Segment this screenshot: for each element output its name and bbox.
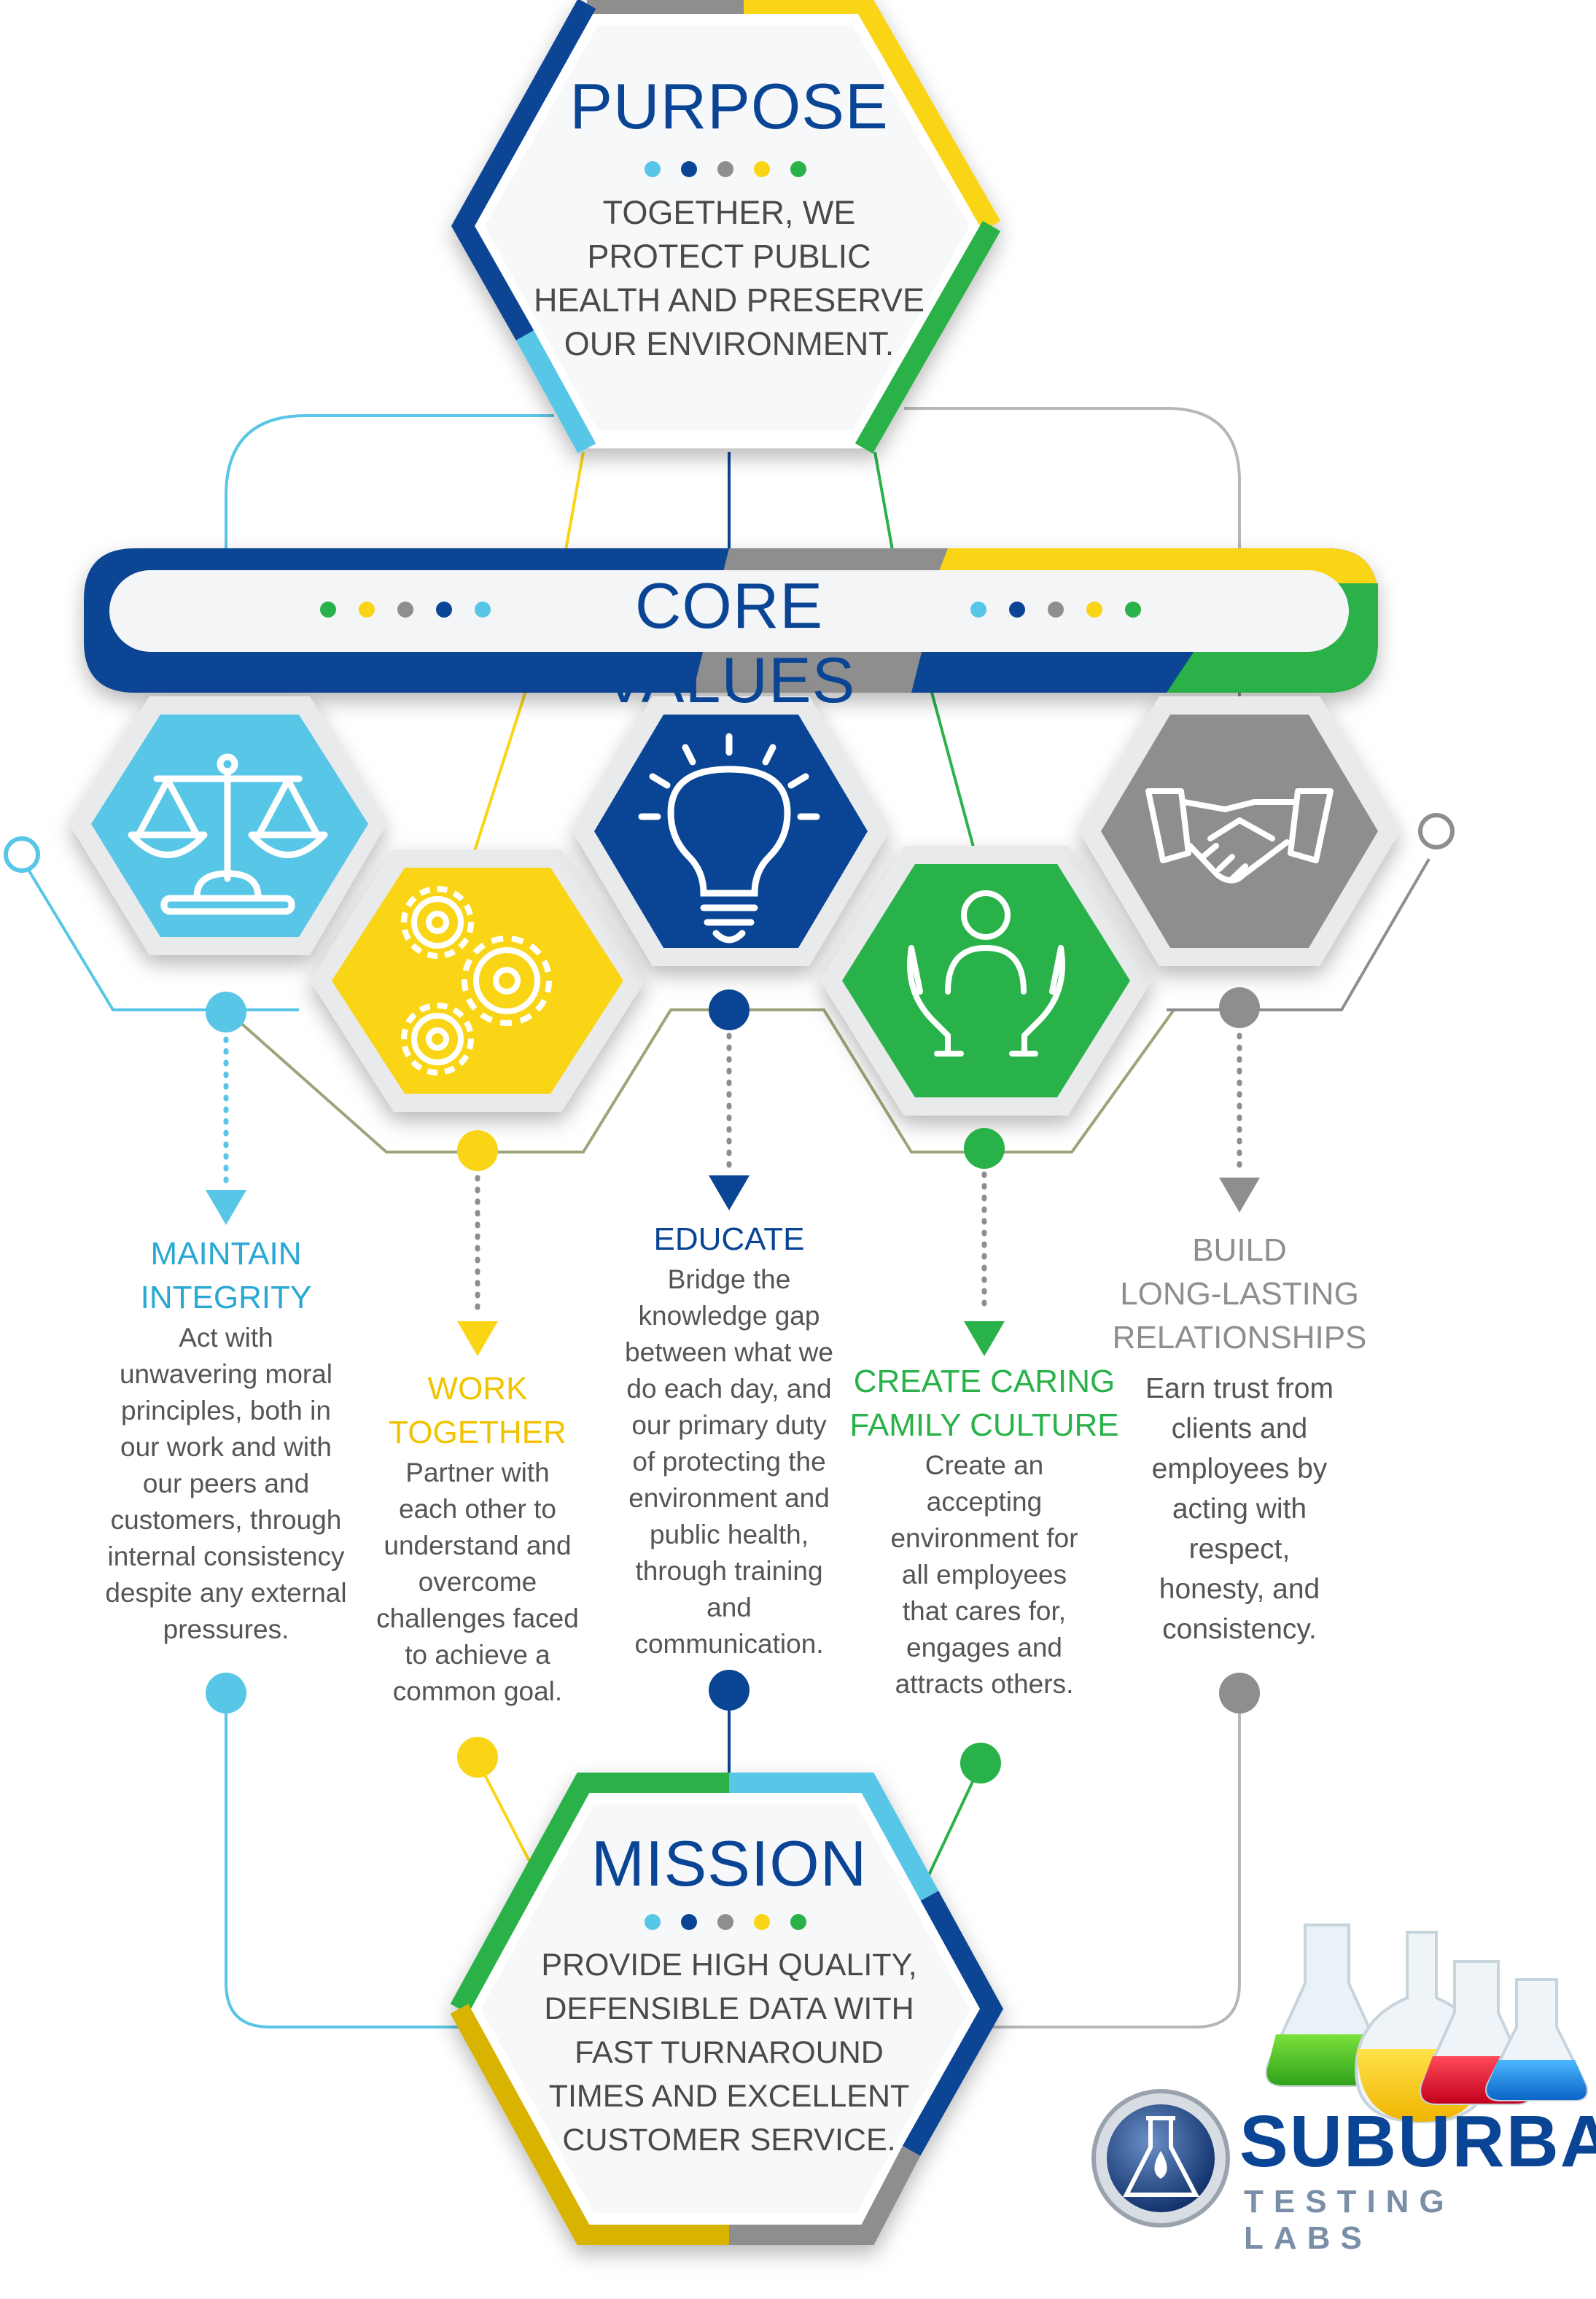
mission-line: TIMES AND EXCELLENT (548, 2079, 910, 2114)
value-relationships: BUILD LONG-LASTING RELATIONSHIPS Earn tr… (1094, 1229, 1385, 1649)
value-desc-line: all employees (901, 1560, 1067, 1590)
mission-hexagon (450, 1773, 1004, 2245)
value-title-line: CREATE CARING (853, 1364, 1116, 1399)
purpose-line: OUR ENVIRONMENT. (564, 325, 895, 362)
mission-line: PROVIDE HIGH QUALITY, (541, 1948, 917, 1983)
value-desc-line: accepting (926, 1487, 1043, 1517)
value-title-line: INTEGRITY (140, 1280, 312, 1315)
value-desc-line: engages and (906, 1633, 1062, 1662)
value-desc-line: customers, through (110, 1505, 342, 1535)
value-desc-line: attracts others. (895, 1669, 1074, 1699)
value-desc-line: respect, (1188, 1533, 1291, 1565)
value-desc-line: principles, both in (121, 1396, 331, 1425)
value-desc-line: public health, (649, 1520, 809, 1549)
colored-flasks-icon (1265, 1923, 1588, 2124)
dotted-arrows (223, 1032, 1242, 1315)
value-desc-line: through training (635, 1556, 823, 1586)
value-desc-line: consistency. (1162, 1614, 1317, 1645)
brand-tagline: TESTING LABS (1244, 2184, 1455, 2256)
value-hexagon-relationships (1079, 696, 1400, 966)
value-desc-line: our primary duty (631, 1410, 827, 1440)
value-culture: CREATE CARING FAMILY CULTURE Create an a… (838, 1360, 1130, 1703)
value-title-line: MAINTAIN (150, 1236, 302, 1272)
value-desc-line: Partner with (405, 1458, 550, 1487)
value-title-line: FAMILY CULTURE (849, 1407, 1119, 1443)
mission-text: PROVIDE HIGH QUALITY, DEFENSIBLE DATA WI… (503, 1943, 955, 2162)
purpose-text: TOGETHER, WE PROTECT PUBLIC HEALTH AND P… (510, 191, 948, 366)
value-teamwork: WORK TOGETHER Partner with each other to… (350, 1367, 605, 1710)
value-educate: EDUCATE Bridge the knowledge gap between… (591, 1218, 868, 1662)
purpose-title: PURPOSE (569, 70, 889, 142)
value-desc-line: unwavering moral (119, 1359, 333, 1389)
lightbulb-icon (638, 733, 820, 944)
value-desc-line: and (706, 1592, 752, 1622)
value-desc-line: our work and with (120, 1432, 332, 1462)
value-nodes (206, 987, 1260, 1171)
value-desc-line: employees by (1151, 1453, 1328, 1485)
mission-title: MISSION (591, 1827, 868, 1899)
core-values-dots (320, 602, 1141, 618)
scales-of-justice-icon (128, 753, 328, 915)
value-title-line: TOGETHER (389, 1415, 567, 1450)
value-title-line: WORK (427, 1371, 528, 1407)
purpose-hexagon (451, 0, 1001, 454)
value-title-line: LONG-LASTING (1120, 1276, 1359, 1312)
purpose-line: PROTECT PUBLIC (587, 238, 871, 275)
value-desc-line: clients and (1171, 1413, 1308, 1444)
value-desc-line: knowledge gap (638, 1301, 820, 1331)
value-desc-line: internal consistency (107, 1541, 345, 1571)
core-values-bar (84, 548, 1378, 693)
brand-name: SUBURBAN (1239, 2101, 1596, 2182)
arrow-heads (206, 1175, 1260, 1356)
value-integrity: MAINTAIN INTEGRITY Act with unwavering m… (80, 1232, 372, 1648)
value-desc-line: Act with (179, 1323, 273, 1353)
value-desc-line: environment for (890, 1523, 1078, 1553)
flask-drop-logo-icon (1091, 2089, 1230, 2228)
gears-icon (401, 886, 552, 1075)
value-desc-line: environment and (628, 1483, 830, 1513)
ring-node-right (1418, 813, 1455, 849)
value-desc-line: communication. (634, 1629, 824, 1659)
value-desc-line: do each day, and (626, 1374, 832, 1404)
value-desc-line: our peers and (142, 1469, 310, 1498)
value-desc-line: between what we (625, 1337, 833, 1367)
value-desc-line: Earn trust from (1145, 1373, 1334, 1404)
value-desc-line: overcome (418, 1567, 537, 1597)
mission-line: CUSTOMER SERVICE. (562, 2123, 896, 2158)
value-desc-line: understand and (384, 1530, 572, 1560)
lower-nodes (206, 1670, 1260, 1783)
value-desc-line: challenges faced (376, 1603, 579, 1633)
value-desc-line: honesty, and (1159, 1573, 1320, 1605)
mission-line: DEFENSIBLE DATA WITH (544, 1991, 914, 2026)
core-values-title: CORE VALUES (602, 569, 856, 716)
value-desc-line: pressures. (163, 1614, 289, 1644)
purpose-line: TOGETHER, WE (602, 194, 856, 231)
caring-hands-person-icon (907, 890, 1065, 1057)
value-hexagon-culture (820, 846, 1152, 1116)
value-desc-line: despite any external (105, 1578, 347, 1608)
purpose-line: HEALTH AND PRESERVE (533, 281, 924, 319)
value-desc-line: Bridge the (667, 1264, 791, 1294)
purpose-dots (645, 161, 806, 177)
value-desc-line: of protecting the (632, 1447, 826, 1477)
value-title-line: RELATIONSHIPS (1112, 1320, 1367, 1355)
value-title-line: BUILD (1192, 1232, 1287, 1268)
value-desc-line: acting with (1172, 1493, 1307, 1525)
mission-line: FAST TURNAROUND (575, 2035, 884, 2070)
value-hexagon-educate (572, 696, 890, 966)
value-desc-line: each other to (399, 1494, 556, 1524)
value-desc-line: Create an (924, 1450, 1044, 1480)
value-desc-line: to achieve a (405, 1640, 550, 1670)
value-title-line: EDUCATE (653, 1221, 805, 1257)
value-desc-line: that cares for, (902, 1596, 1067, 1626)
handshake-icon (1145, 788, 1334, 884)
value-desc-line: common goal. (392, 1676, 563, 1706)
ring-node-left (4, 836, 40, 873)
mission-dots (645, 1914, 806, 1930)
